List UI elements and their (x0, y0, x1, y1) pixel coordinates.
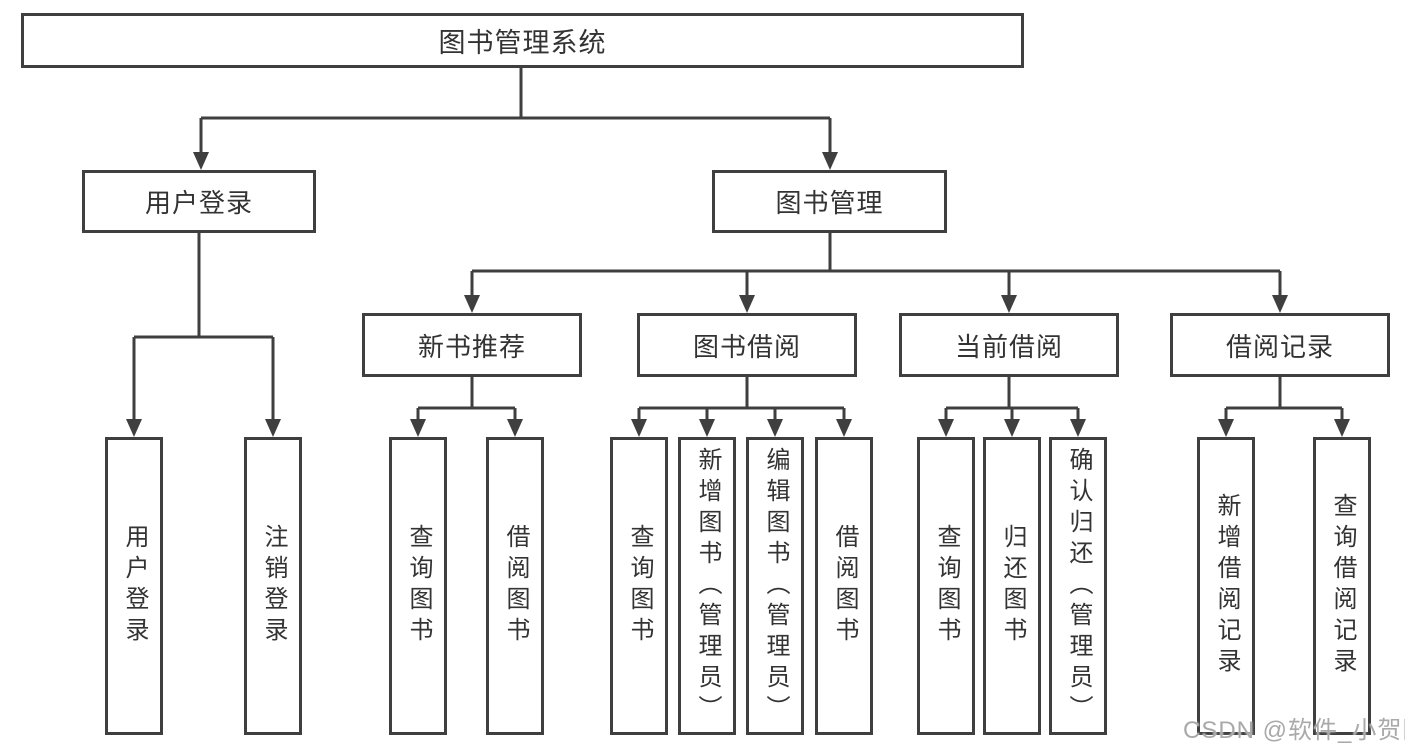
node-leaf-borrow-add-admin-label: 新增图书（管理员） (694, 446, 721, 726)
csdn-watermark: CSDN @软件_小贺同学 (1183, 717, 1405, 744)
node-leaf-records-add: 新增借阅记录 (1197, 437, 1255, 735)
node-leaf-newbooks-borrow: 借阅图书 (486, 437, 544, 735)
node-leaf-newbooks-query-label: 查询图书 (405, 524, 432, 648)
node-leaf-current-query-label: 查询图书 (933, 524, 960, 648)
node-new-book-recommend: 新书推荐 (362, 313, 582, 377)
node-leaf-borrow-borrow-label: 借阅图书 (831, 524, 858, 648)
node-root-system: 图书管理系统 (21, 13, 1024, 68)
node-leaf-borrow-query: 查询图书 (610, 437, 668, 735)
node-leaf-user-login: 用户登录 (105, 437, 163, 735)
node-leaf-newbooks-borrow-label: 借阅图书 (502, 524, 529, 648)
node-leaf-logout: 注销登录 (244, 437, 302, 735)
node-leaf-borrow-add-admin: 新增图书（管理员） (678, 437, 736, 735)
node-leaf-newbooks-query: 查询图书 (389, 437, 447, 735)
node-leaf-current-return-label: 归还图书 (999, 524, 1026, 648)
node-leaf-borrow-query-label: 查询图书 (626, 524, 653, 648)
node-leaf-borrow-edit-admin-label: 编辑图书（管理员） (762, 446, 789, 726)
node-current-borrow: 当前借阅 (899, 313, 1119, 377)
node-leaf-borrow-borrow: 借阅图书 (815, 437, 873, 735)
node-leaf-records-query-label: 查询借阅记录 (1329, 493, 1356, 679)
node-leaf-current-confirm-admin-label: 确认归还（管理员） (1065, 446, 1092, 726)
node-leaf-current-return: 归还图书 (983, 437, 1041, 735)
node-leaf-user-login-label: 用户登录 (121, 524, 148, 648)
node-leaf-current-query: 查询图书 (917, 437, 975, 735)
node-user-login: 用户登录 (82, 170, 316, 233)
node-leaf-records-query: 查询借阅记录 (1313, 437, 1371, 735)
node-borrow-records: 借阅记录 (1170, 313, 1390, 377)
node-leaf-records-add-label: 新增借阅记录 (1213, 493, 1240, 679)
node-book-borrow: 图书借阅 (637, 313, 857, 377)
arrowheads (126, 152, 1350, 437)
node-leaf-current-confirm-admin: 确认归还（管理员） (1049, 437, 1107, 735)
node-leaf-logout-label: 注销登录 (260, 524, 287, 648)
node-book-management: 图书管理 (712, 170, 947, 233)
node-leaf-borrow-edit-admin: 编辑图书（管理员） (746, 437, 804, 735)
